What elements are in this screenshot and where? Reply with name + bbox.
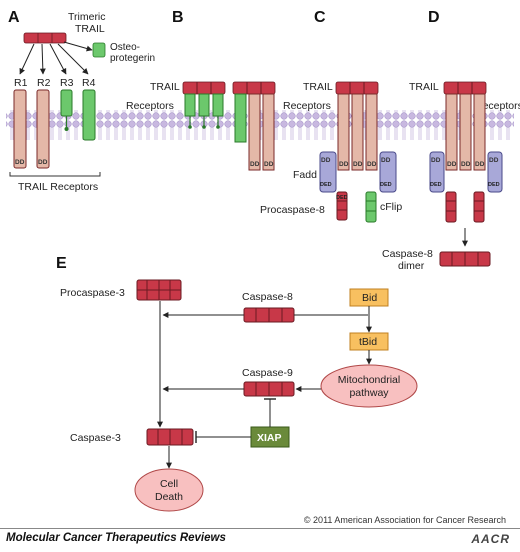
receptor-r4-decoy [82,89,96,141]
r1-label: R1 [14,77,28,89]
journal-name: Molecular Cancer Therapeutics Reviews [6,532,226,544]
svg-text:DD: DD [447,161,457,168]
procaspase3-label: Procaspase-3 [60,287,125,299]
procaspase8-label: Procaspase-8 [260,204,325,216]
fadd-adaptors-d: DD DED DD DED [429,151,503,193]
panel-b-letter: B [172,9,184,26]
cflip-c [365,191,377,223]
tbid-label: tBid [359,336,377,348]
svg-text:DD: DD [15,159,25,166]
receptor-r3-decoy [60,89,73,131]
footer-rule [0,528,520,529]
trail-label-d: TRAIL [409,81,439,93]
death-receptor-trimer-c: DD DD DD [337,93,378,171]
svg-text:DD: DD [381,157,391,164]
caspase9 [243,381,295,397]
arrow-to-r2 [39,43,46,75]
r4-label: R4 [82,77,96,89]
svg-text:DD: DD [489,157,499,164]
receptors-label-d: Receptors [475,100,520,112]
trail-receptors-label: TRAIL Receptors [18,181,98,193]
trimeric-trail-label: Trimeric TRAIL [68,11,108,35]
aacr-logo: AACR [471,532,510,546]
xiap-label: XIAP [257,432,282,444]
death-receptor-trimer-d: DD DD DD [445,93,486,171]
caspase8 [243,307,295,323]
mixed-receptor-trimer-b: DD DD [234,93,275,171]
svg-text:DD: DD [431,157,441,164]
r2-label: R2 [37,77,51,89]
svg-text:DED: DED [430,182,442,188]
cell-death [134,468,204,512]
receptors-label-c: Receptors [283,100,331,112]
svg-text:DD: DD [321,157,331,164]
caspase3-label: Caspase-3 [70,432,121,444]
arrow-to-r1 [19,43,35,75]
mitochondrial-pathway [320,364,418,408]
fadd-adaptors-c: DD DED DD DED [319,151,397,193]
arrow-to-opg [63,41,93,52]
decoy-receptor-trimer-b [184,93,224,129]
svg-text:DD: DD [475,161,485,168]
svg-text:DD: DD [353,161,363,168]
trail-ligand-b2 [232,81,276,95]
r3-label: R3 [60,77,74,89]
receptors-label-b: Receptors [126,100,174,112]
fadd-label: Fadd [293,169,317,181]
trail-receptors-bracket [9,172,101,177]
panel-a-letter: A [8,9,20,26]
procaspase3 [136,279,182,301]
bid-label: Bid [362,292,377,304]
arrow-to-r4 [57,43,89,75]
svg-text:DD: DD [367,161,377,168]
svg-text:DD: DD [250,161,260,168]
panel-d-letter: D [428,9,440,26]
arrow-to-r3 [49,43,67,75]
panel-e-letter: E [56,255,67,272]
trail-ligand-c [335,81,379,95]
svg-text:DED: DED [320,182,332,188]
receptor-r2: DD [36,89,50,169]
osteoprotegerin [92,42,106,58]
svg-text:DD: DD [264,161,274,168]
receptor-r1: DD [13,89,27,169]
svg-text:DD: DD [38,159,48,166]
panel-c-letter: C [314,9,326,26]
svg-text:DED: DED [380,182,392,188]
trail-ligand-b1 [182,81,226,95]
trail-ligand-d [443,81,487,95]
caspase8-dimer [439,251,491,267]
osteoprotegerin-label: Osteo-protegerin [110,42,155,64]
cflip-label: cFlip [380,201,402,213]
trail-label-c: TRAIL [303,81,333,93]
svg-text:DED: DED [336,195,348,201]
caspase8-label: Caspase-8 [242,291,293,303]
caspase3 [146,428,194,446]
copyright-text: © 2011 American Association for Cancer R… [303,515,506,525]
svg-text:DED: DED [488,182,500,188]
procaspase8-pair-d [445,191,485,223]
trimeric-trail-ligand [23,32,67,44]
svg-text:DD: DD [461,161,471,168]
svg-text:DD: DD [339,161,349,168]
trail-label-b: TRAIL [150,81,180,93]
procaspase8-c: DED [336,191,348,221]
caspase9-label: Caspase-9 [242,367,293,379]
